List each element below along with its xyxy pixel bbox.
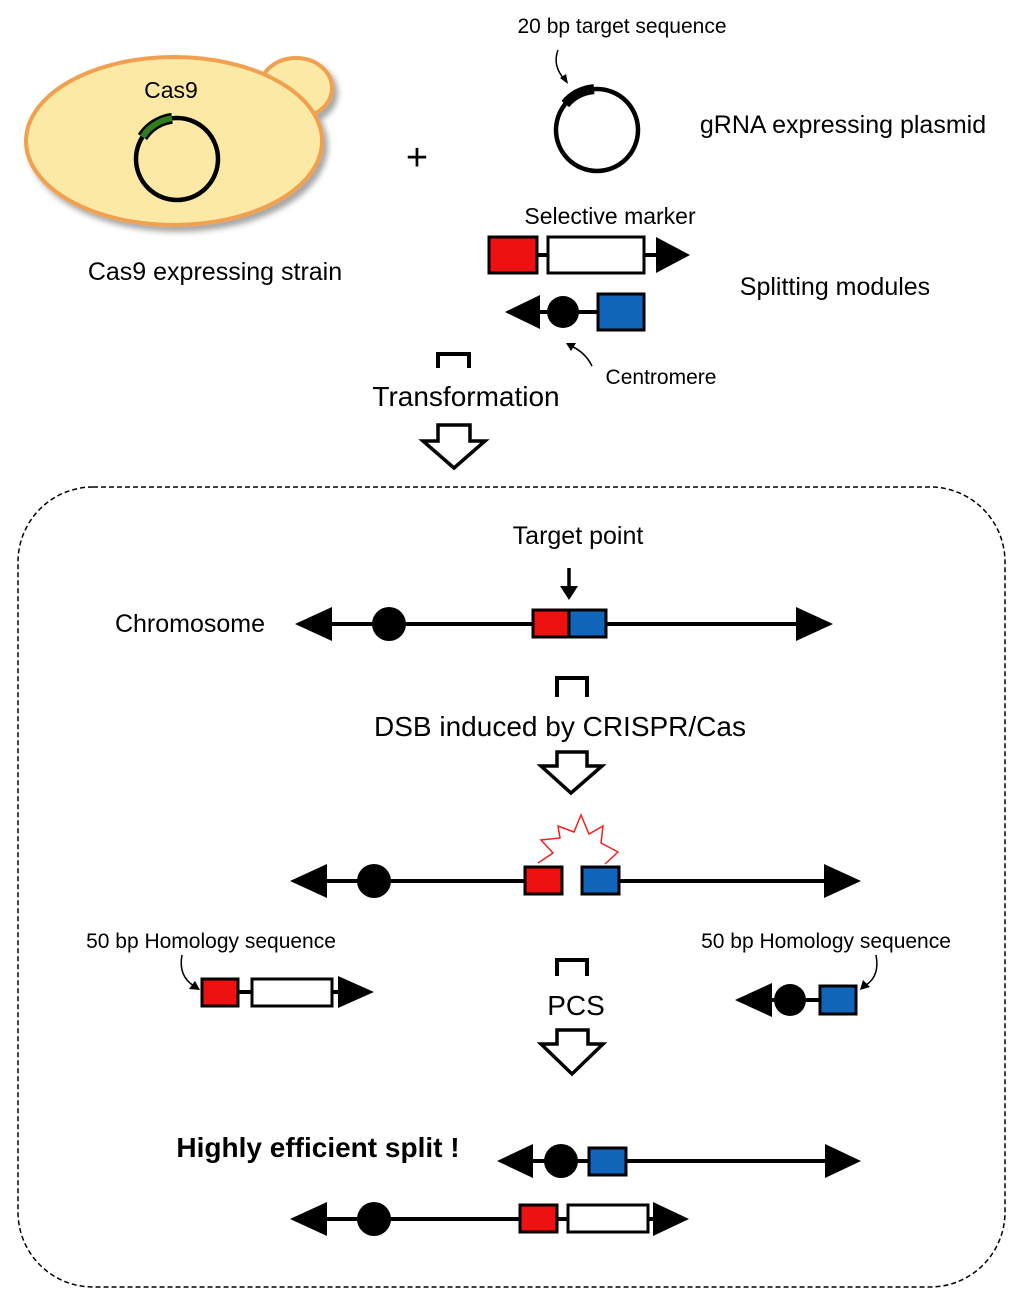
selective-marker-box (546, 235, 646, 275)
split-chromosome-1 (497, 1144, 861, 1178)
chromosome (295, 607, 833, 641)
cas9-strain-label: Cas9 expressing strain (88, 258, 342, 286)
result-label: Highly efficient split ! (176, 1132, 459, 1163)
step-bracket-1 (436, 352, 471, 368)
homology-right-label: 50 bp Homology sequence (701, 930, 951, 953)
broken-chromosome (290, 813, 861, 898)
split-chromosome-2 (290, 1202, 689, 1236)
selective-marker-label: Selective marker (524, 203, 696, 229)
broken-chromosome-centromere (357, 864, 391, 898)
target-sequence-pointer (555, 49, 566, 81)
split-chromosome-1-blue-region (587, 1146, 628, 1177)
split-chromosome-1-centromere (544, 1144, 578, 1178)
centromere-module-arrow (735, 983, 772, 1017)
splitting-module-marker (487, 235, 690, 275)
homology-left-label: 50 bp Homology sequence (86, 930, 336, 953)
centromere-label: Centromere (606, 366, 717, 389)
process-panel (17, 486, 1006, 1288)
marker-module-gene-box (250, 977, 334, 1008)
chromosome-centromere (372, 607, 406, 641)
target-point-label: Target point (513, 522, 644, 550)
split-chromosome-2-right-end (653, 1202, 689, 1236)
centromere-module (735, 983, 858, 1017)
split-chromosome-2-red-region (518, 1203, 559, 1234)
blue-homology-box (596, 292, 646, 332)
grna-target-segment (561, 84, 595, 108)
split-chromosome-1-right-end (825, 1144, 861, 1178)
target-sequence-label: 20 bp target sequence (518, 15, 727, 38)
marker-module-red-box (200, 977, 240, 1008)
split-chromosome-1-left-end (497, 1144, 533, 1178)
centromere-module-blue-box (818, 984, 858, 1016)
marker-module-arrow (338, 976, 374, 1008)
chromosome-blue-region (567, 608, 608, 639)
target-point-arrow (560, 568, 578, 600)
down-arrow-3 (536, 1028, 608, 1077)
broken-red-region (523, 865, 564, 896)
split-chromosome-2-left-end (290, 1202, 327, 1236)
chromosome-red-region (531, 608, 571, 639)
centromere-pointer (570, 345, 593, 367)
broken-chromosome-left-end (290, 864, 327, 898)
splitting-module-centromere (505, 292, 646, 332)
chromosome-label: Chromosome (115, 610, 265, 638)
step-bracket-2 (555, 676, 589, 697)
chromosome-left-end (295, 607, 332, 641)
pcs-label: PCS (547, 990, 605, 1021)
chromosome-right-end (796, 607, 833, 641)
cas9-label: Cas9 (144, 77, 198, 103)
centromere-module-dot (774, 984, 806, 1016)
split-chromosome-2-centromere (357, 1202, 391, 1236)
homology-right-pointer (865, 954, 878, 986)
plus-sign: + (406, 137, 428, 179)
arrow-head-left (505, 295, 540, 329)
down-arrow-2 (536, 750, 607, 796)
dsb-burst (537, 813, 620, 865)
dsb-label: DSB induced by CRISPR/Cas (374, 711, 746, 742)
cas9-plasmid (133, 112, 221, 203)
step-bracket-3 (555, 958, 589, 976)
down-arrow-1 (418, 423, 490, 471)
yeast-cell (24, 55, 334, 227)
homology-left-pointer (180, 954, 195, 987)
broken-chromosome-right-end (824, 864, 861, 898)
grna-plasmid (553, 84, 641, 174)
split-chromosome-2-marker-box (566, 1203, 650, 1234)
grna-plasmid-label: gRNA expressing plasmid (700, 111, 986, 139)
cell-body (24, 55, 324, 227)
red-homology-box (487, 235, 539, 275)
transformation-label: Transformation (372, 381, 559, 412)
marker-module (200, 976, 374, 1008)
arrow-head-right (656, 237, 690, 273)
broken-blue-region (580, 865, 621, 896)
splitting-modules-label: Splitting modules (740, 273, 930, 301)
centromere-dot (547, 296, 579, 328)
